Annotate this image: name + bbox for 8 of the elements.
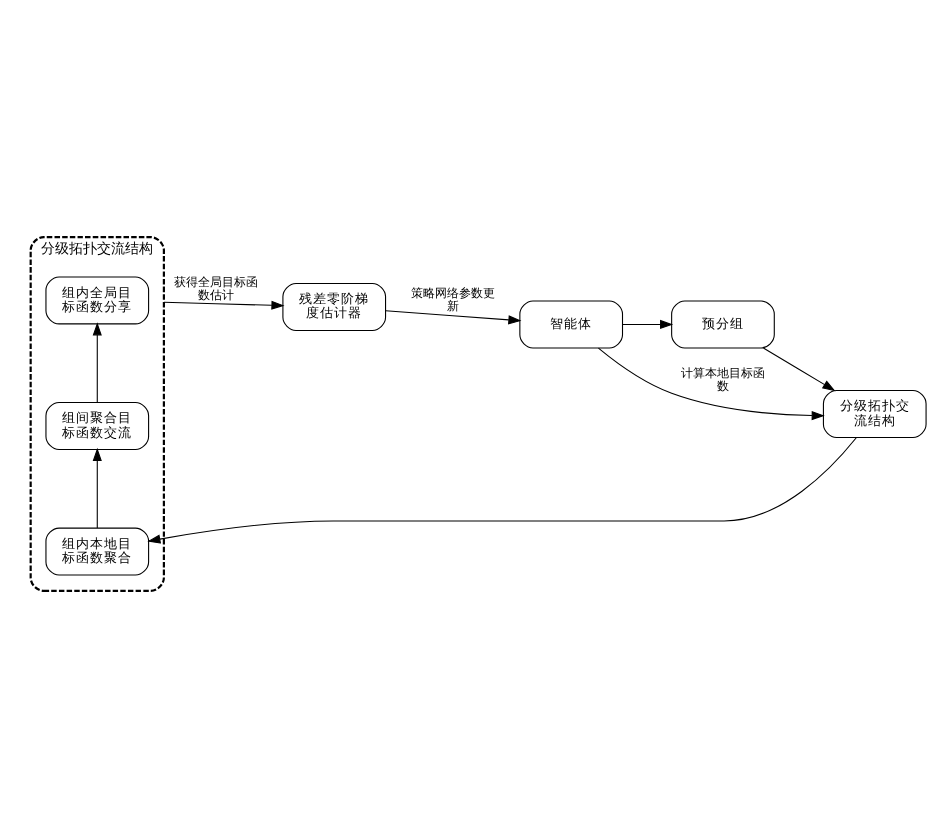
arrow — [597, 347, 825, 421]
arrow — [147, 437, 857, 544]
arrow — [762, 347, 836, 392]
arrow — [163, 300, 285, 310]
arrow — [385, 310, 522, 325]
arrow — [92, 447, 102, 529]
arrow — [621, 319, 674, 330]
arrow — [92, 322, 102, 403]
